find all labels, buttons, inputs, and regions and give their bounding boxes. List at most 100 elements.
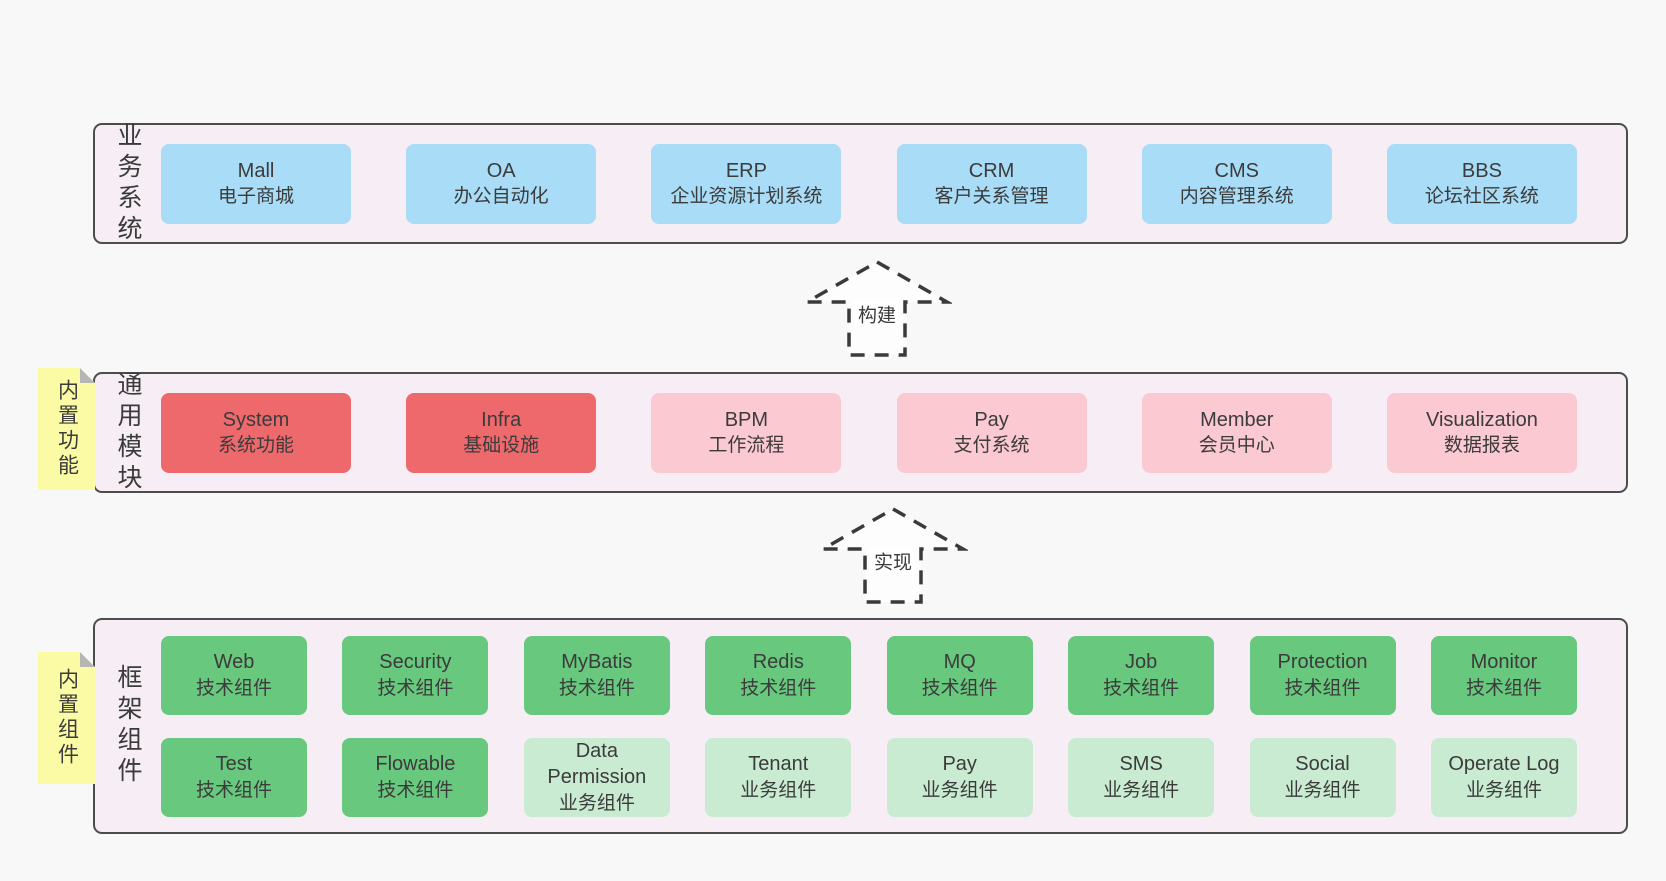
band-label-common-modules: 通用模块: [114, 370, 142, 495]
box-mall: Mall 电子商城: [161, 143, 351, 224]
module-box-title: Social: [1295, 753, 1350, 776]
module-box-title: Job: [1124, 651, 1158, 674]
module-box-row: Test 技术组件 Flowable 技术组件 Data Permission …: [161, 737, 1577, 817]
module-box-subtitle: 技术组件: [195, 677, 272, 699]
band-boxes-business-systems: Mall 电子商城 OA 办公自动化 ERP 企业资源计划系统 CRM 客户关系…: [159, 125, 1626, 242]
module-box-title: Visualization: [1425, 408, 1538, 431]
box-protection: Protection 技术组件: [1249, 635, 1396, 715]
module-box-title: System: [222, 408, 290, 431]
band-framework-components: 框架组件 Web 技术组件 Security 技术组件 MyBatis 技术组件…: [93, 618, 1628, 834]
module-box-title: SMS: [1119, 753, 1163, 776]
module-box-title: MyBatis: [561, 651, 633, 674]
module-box-subtitle: 技术组件: [921, 677, 998, 699]
module-box-subtitle: 技术组件: [1103, 677, 1180, 699]
box-pay: Pay 业务组件: [886, 737, 1033, 817]
box-mq: MQ 技术组件: [886, 635, 1033, 715]
module-box-title: Security: [379, 651, 452, 674]
module-box-subtitle: 客户关系管理: [934, 186, 1049, 208]
box-mybatis: MyBatis 技术组件: [523, 635, 670, 715]
band-common-modules: 通用模块 System 系统功能 Infra 基础设施 BPM 工作流程 Pay…: [93, 370, 1628, 495]
box-bpm: BPM 工作流程: [651, 392, 842, 473]
module-box-title: Pay: [974, 408, 1009, 431]
module-box-title: BPM: [724, 408, 769, 431]
box-pay: Pay 支付系统: [896, 392, 1087, 473]
box-web: Web 技术组件: [161, 635, 307, 715]
arrow-build: 构建: [802, 257, 952, 359]
box-operate-log: Operate Log 业务组件: [1430, 737, 1577, 817]
module-box-subtitle: 业务组件: [1103, 779, 1180, 801]
box-security: Security 技术组件: [342, 635, 489, 715]
module-box-subtitle: 基础设施: [463, 435, 540, 457]
box-social: Social 业务组件: [1249, 737, 1396, 817]
box-bbs: BBS 论坛社区系统: [1386, 143, 1577, 224]
module-box-title: Tenant: [748, 753, 809, 776]
module-box-subtitle: 内容管理系统: [1179, 186, 1294, 208]
module-box-title: Protection: [1277, 651, 1368, 674]
box-test: Test 技术组件: [161, 737, 307, 817]
module-box-subtitle: 数据报表: [1443, 435, 1520, 457]
box-flowable: Flowable 技术组件: [342, 737, 489, 817]
module-box-subtitle: 技术组件: [1284, 677, 1361, 699]
module-box-subtitle: 系统功能: [217, 435, 294, 457]
module-box-title: Infra: [481, 408, 522, 431]
module-box-subtitle: 业务组件: [1284, 779, 1361, 801]
box-oa: OA 办公自动化: [406, 143, 597, 224]
band-business-systems: 业务系统 Mall 电子商城 OA 办公自动化 ERP 企业资源计划系统 CRM…: [93, 122, 1628, 246]
module-box-subtitle: 业务组件: [740, 779, 817, 801]
module-box-title: Test: [215, 753, 253, 776]
box-visualization: Visualization 数据报表: [1386, 392, 1577, 473]
module-box-title: Pay: [942, 753, 977, 776]
module-box-subtitle: 技术组件: [377, 677, 454, 699]
sticky-note-built-in-components-label: 内置组件: [55, 668, 79, 768]
band-label-framework-components: 框架组件: [114, 664, 142, 788]
box-data-permission: Data Permission 业务组件: [523, 737, 670, 817]
module-box-row: Mall 电子商城 OA 办公自动化 ERP 企业资源计划系统 CRM 客户关系…: [161, 143, 1577, 224]
box-infra: Infra 基础设施: [406, 392, 597, 473]
box-member: Member 会员中心: [1141, 392, 1332, 473]
module-box-subtitle: 办公自动化: [453, 186, 549, 208]
module-box-title: Redis: [752, 651, 804, 674]
module-box-subtitle: 企业资源计划系统: [670, 186, 823, 208]
sticky-note-built-in-features: 内置功能: [38, 368, 95, 490]
band-boxes-framework-components: Web 技术组件 Security 技术组件 MyBatis 技术组件 Redi…: [159, 620, 1626, 832]
sticky-note-built-in-features-label: 内置功能: [55, 379, 79, 479]
box-job: Job 技术组件: [1068, 635, 1215, 715]
box-cms: CMS 内容管理系统: [1141, 143, 1332, 224]
module-box-title: Data Permission: [547, 740, 647, 789]
module-box-subtitle: 电子商城: [217, 186, 294, 208]
module-box-title: OA: [486, 159, 516, 182]
box-redis: Redis 技术组件: [705, 635, 852, 715]
arrow-implement: 实现: [818, 504, 968, 606]
box-crm: CRM 客户关系管理: [896, 143, 1087, 224]
module-box-title: Monitor: [1470, 651, 1538, 674]
module-box-subtitle: 技术组件: [377, 779, 454, 801]
box-tenant: Tenant 业务组件: [705, 737, 852, 817]
module-box-row: System 系统功能 Infra 基础设施 BPM 工作流程 Pay 支付系统…: [161, 392, 1577, 473]
box-monitor: Monitor 技术组件: [1430, 635, 1577, 715]
module-box-subtitle: 技术组件: [558, 677, 635, 699]
module-box-subtitle: 工作流程: [708, 435, 785, 457]
box-erp: ERP 企业资源计划系统: [651, 143, 842, 224]
sticky-note-built-in-components: 内置组件: [38, 652, 95, 784]
module-box-subtitle: 业务组件: [921, 779, 998, 801]
module-box-title: CMS: [1214, 159, 1259, 182]
box-system: System 系统功能: [161, 392, 351, 473]
module-box-title: BBS: [1461, 159, 1502, 182]
module-box-title: MQ: [943, 651, 976, 674]
arrow-implement-label: 实现: [870, 547, 916, 575]
box-sms: SMS 业务组件: [1068, 737, 1215, 817]
module-box-row: Web 技术组件 Security 技术组件 MyBatis 技术组件 Redi…: [161, 635, 1577, 715]
module-box-title: Member: [1200, 408, 1274, 431]
module-box-subtitle: 技术组件: [195, 779, 272, 801]
sticky-fold-icon: [80, 368, 95, 383]
module-box-subtitle: 技术组件: [1465, 677, 1542, 699]
module-box-title: ERP: [725, 159, 767, 182]
module-box-subtitle: 论坛社区系统: [1424, 186, 1539, 208]
band-boxes-common-modules: System 系统功能 Infra 基础设施 BPM 工作流程 Pay 支付系统…: [159, 374, 1626, 491]
arrow-build-label: 构建: [854, 300, 900, 328]
module-box-subtitle: 技术组件: [740, 677, 817, 699]
module-box-title: Operate Log: [1448, 753, 1560, 776]
module-box-subtitle: 业务组件: [558, 792, 635, 814]
module-box-subtitle: 支付系统: [953, 435, 1030, 457]
module-box-title: CRM: [968, 159, 1015, 182]
